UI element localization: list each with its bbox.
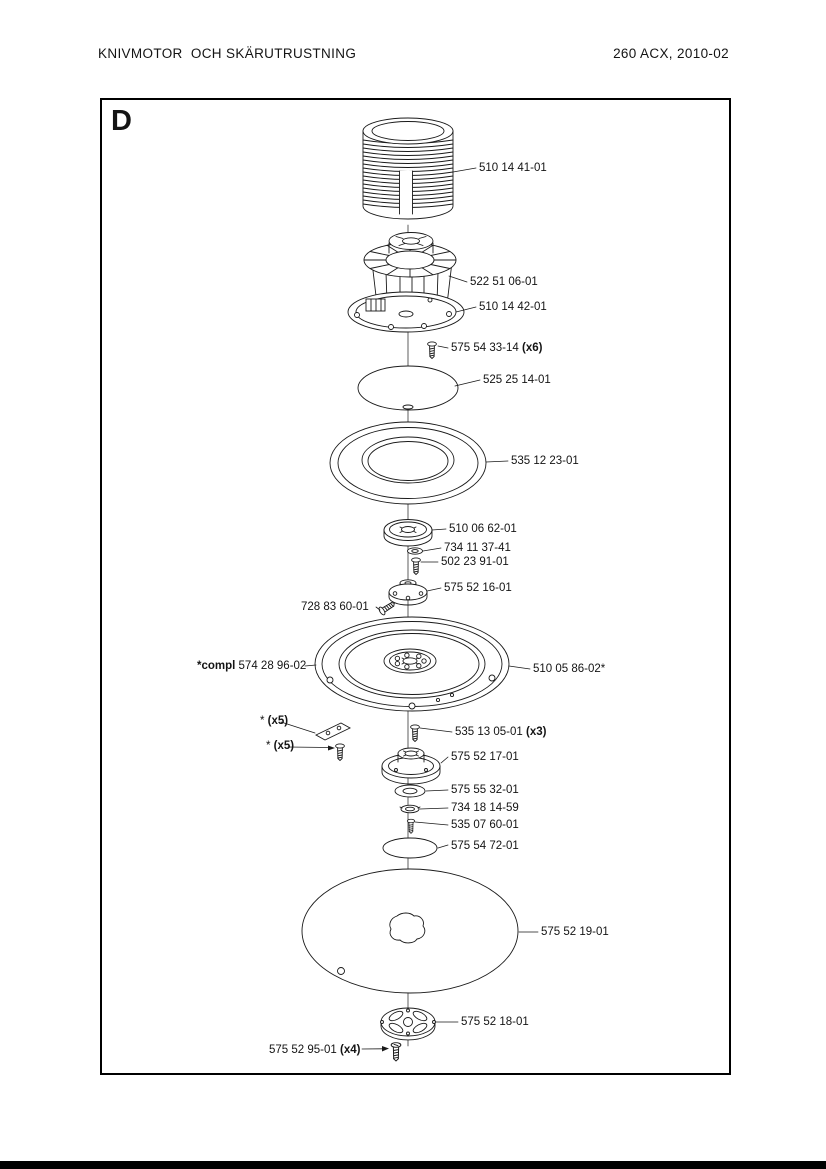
part-label-compl-574-28-96-02: *compl 574 28 96-02 — [197, 660, 307, 672]
part-cover-ring — [329, 421, 487, 505]
part-hub-upper — [383, 519, 433, 547]
part-label-575-54-33-14: 575 54 33-14 (x6) — [451, 342, 543, 354]
part-washer-lock — [399, 804, 421, 814]
model-revision: 260 ACX, 2010-02 — [613, 46, 729, 61]
part-blade-screw-x5 — [335, 743, 345, 761]
part-screw-x6 — [427, 341, 437, 359]
part-label-510-05-86-02: 510 05 86-02* — [533, 663, 606, 675]
part-label-502-23-91-01: 502 23 91-01 — [441, 556, 509, 568]
part-wheel-screw-x4 — [390, 1042, 402, 1062]
part-label-535-12-23-01: 535 12 23-01 — [511, 455, 579, 467]
part-motor-plate — [347, 291, 465, 333]
part-label-575-52-95-01: 575 52 95-01 (x4) — [269, 1044, 361, 1056]
part-screw-center-lower — [406, 818, 416, 834]
part-label-510-14-42-01: 510 14 42-01 — [479, 301, 547, 313]
section-letter: D — [111, 105, 132, 137]
part-label-734-18-14-59: 734 18 14-59 — [451, 802, 519, 814]
part-label-blade-screw-x5: * (x5) — [266, 740, 295, 752]
part-support-wheel — [380, 1007, 436, 1041]
part-screw-center-upper — [411, 557, 421, 575]
part-label-575-54-72-01: 575 54 72-01 — [451, 840, 519, 852]
part-washer-flat — [394, 784, 426, 798]
part-label-734-11-37-41: 734 11 37-41 — [444, 542, 511, 554]
page-bottom-edge — [0, 1161, 826, 1169]
page-title: KNIVMOTOR OCH SKÄRUTRUSTNING — [98, 46, 357, 61]
part-label-575-52-17-01: 575 52 17-01 — [451, 751, 519, 763]
part-label-575-52-18-01: 575 52 18-01 — [461, 1016, 529, 1028]
part-label-510-06-62-01: 510 06 62-01 — [449, 523, 517, 535]
part-screw-x3 — [410, 724, 420, 742]
leader-lines — [280, 167, 539, 1052]
part-label-575-55-32-01: 575 55 32-01 — [451, 784, 519, 796]
part-friction-disc — [382, 837, 438, 859]
part-label-510-14-41-01: 510 14 41-01 — [479, 162, 547, 174]
part-label-575-52-19-01: 575 52 19-01 — [541, 926, 609, 938]
part-label-728-83-60-01: 728 83 60-01 — [301, 601, 369, 613]
part-blade-disc-assembly — [314, 616, 510, 712]
part-label-525-25-14-01: 525 25 14-01 — [483, 374, 551, 386]
part-label-575-52-16-01: 575 52 16-01 — [444, 582, 512, 594]
part-blade-guard-disc — [301, 868, 519, 994]
diagram-frame — [100, 98, 731, 1075]
part-washer-small-upper — [407, 547, 423, 555]
part-motor-housing — [362, 117, 454, 220]
part-label-522-51-06-01: 522 51 06-01 — [470, 276, 538, 288]
part-flanged-hub — [388, 579, 428, 606]
part-seal-disc — [357, 365, 459, 411]
part-label-535-07-60-01: 535 07 60-01 — [451, 819, 519, 831]
part-blade — [315, 722, 351, 741]
part-hub-lower — [381, 747, 441, 785]
part-label-535-13-05-01: 535 13 05-01 (x3) — [455, 726, 547, 738]
part-label-blade-x5: * (x5) — [260, 715, 289, 727]
